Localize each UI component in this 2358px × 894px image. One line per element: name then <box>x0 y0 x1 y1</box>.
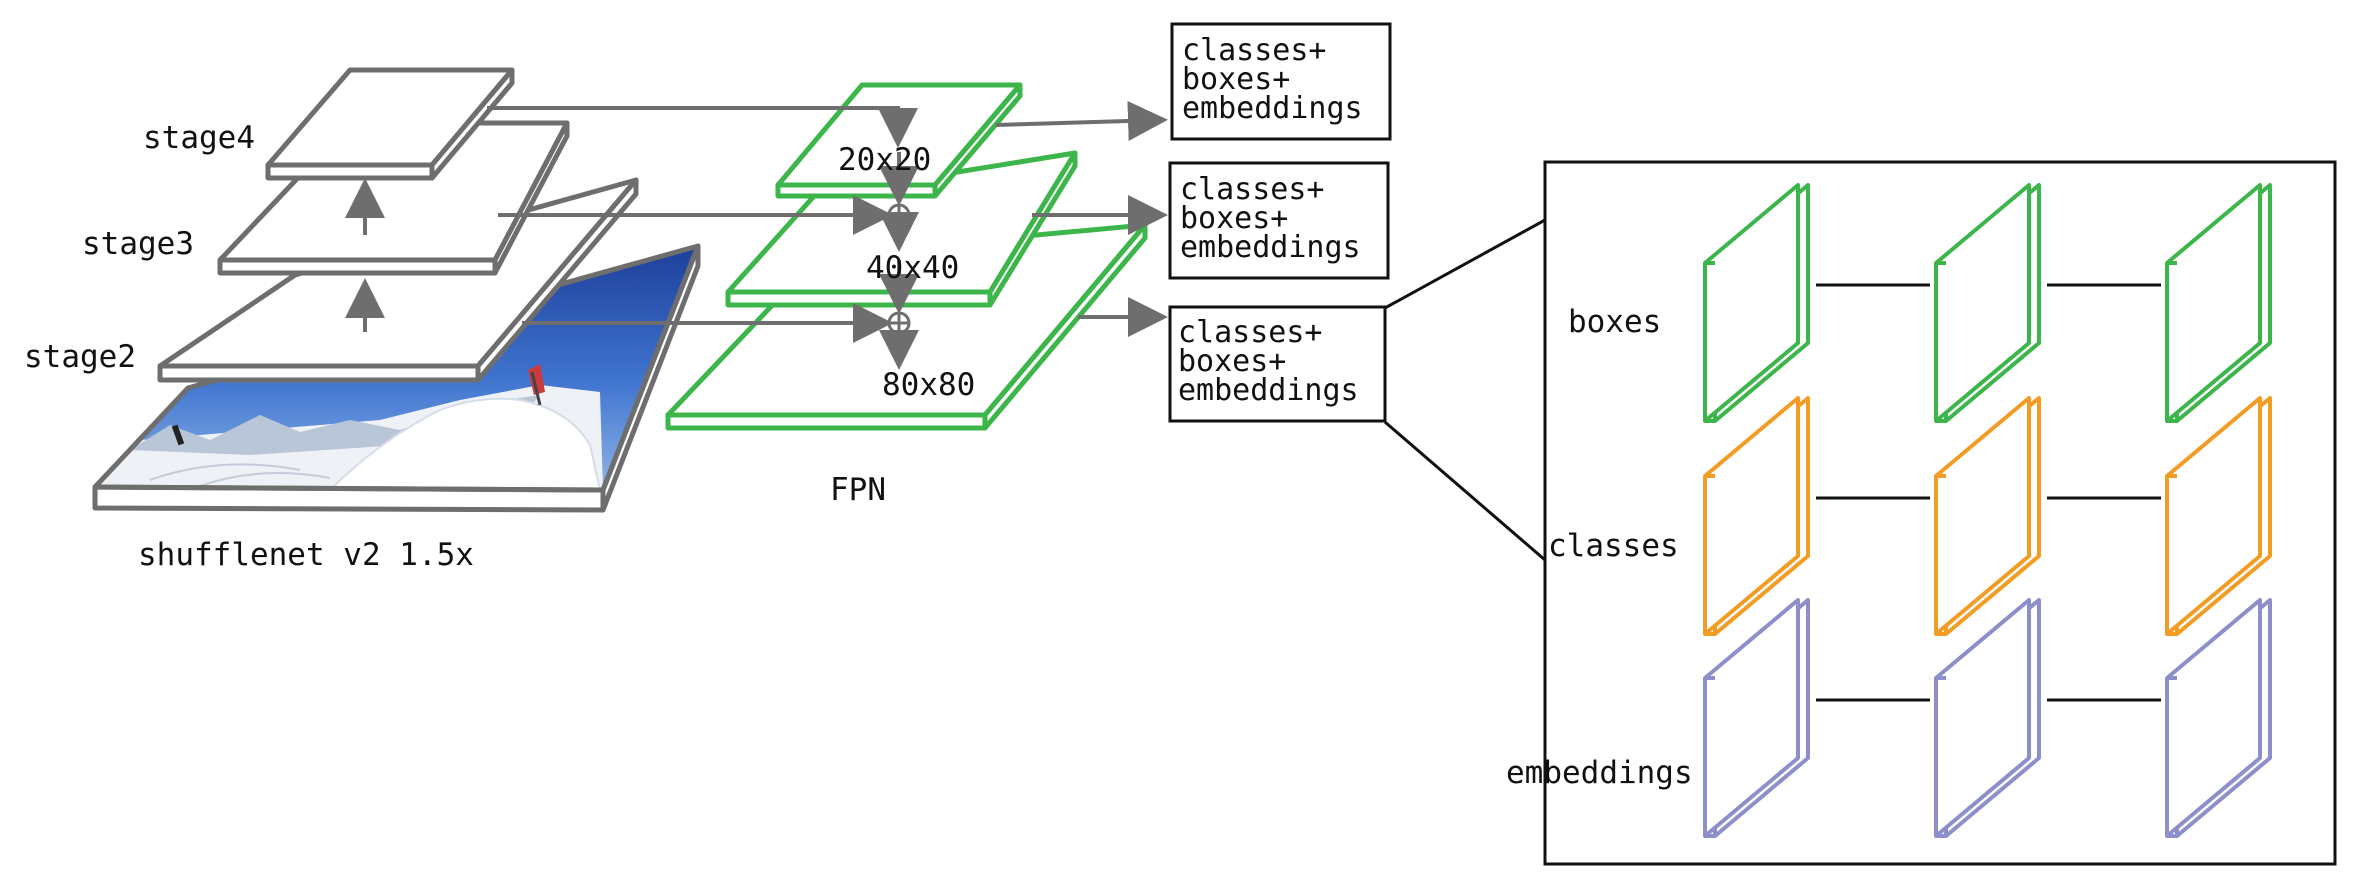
sum-node-80x80 <box>887 311 911 335</box>
fpn-label: FPN <box>830 472 886 508</box>
head-slab-classes <box>2165 396 2262 636</box>
output-box-80x80: classes+ boxes+ embeddings <box>1168 305 1387 423</box>
output-box-40x40: classes+ boxes+ embeddings <box>1168 161 1390 280</box>
lateral-arrow-stage4 <box>487 106 918 148</box>
head-row-label-boxes: boxes <box>1568 304 1661 340</box>
output-line: classes+ <box>1182 33 1327 68</box>
output-boxes: classes+ boxes+ embeddings classes+ boxe… <box>1168 22 1392 423</box>
stage4-label: stage4 <box>143 120 255 156</box>
head-slab-embeddings <box>2165 598 2262 838</box>
fpn-level-80x80: 80x80 <box>882 367 975 403</box>
output-line: boxes+ <box>1182 62 1290 97</box>
output-arrow-20x20 <box>995 100 1168 141</box>
stage3-label: stage3 <box>82 226 194 262</box>
zoom-line-top <box>1384 218 1546 310</box>
head-slab-boxes <box>2165 183 2262 423</box>
head-row-label-embeddings: embeddings <box>1506 755 1693 791</box>
stage2-label: stage2 <box>24 339 136 375</box>
head-slab-boxes <box>1703 183 1800 423</box>
backbone-label: shufflenet v2 1.5x <box>138 537 474 573</box>
output-line: embeddings <box>1180 230 1361 265</box>
head-slab-classes <box>1703 396 1800 636</box>
fpn-level-20x20: 20x20 <box>838 142 931 178</box>
head-detail-panel: boxes classes embeddings <box>1506 160 2337 866</box>
zoom-line-bottom <box>1384 420 1546 562</box>
head-grid <box>1703 183 2272 838</box>
output-line: embeddings <box>1178 373 1359 408</box>
output-line: embeddings <box>1182 91 1363 126</box>
output-line: classes+ <box>1180 172 1325 207</box>
head-slab-embeddings <box>1934 598 2031 838</box>
input-plate <box>92 243 701 513</box>
head-slab-classes <box>1934 396 2031 636</box>
fpn: 20x20 40x40 80x80 FPN <box>487 82 1168 508</box>
output-line: classes+ <box>1178 315 1323 350</box>
stage4-plate <box>265 67 515 181</box>
head-slab-embeddings <box>1703 598 1800 838</box>
backbone: stage4 stage3 stage2 shufflenet v2 1.5x <box>24 67 701 573</box>
head-slab-boxes <box>1934 183 2031 423</box>
fpn-level-40x40: 40x40 <box>866 250 959 286</box>
output-line: boxes+ <box>1178 344 1286 379</box>
head-row-label-classes: classes <box>1548 528 1679 564</box>
sum-node-40x40 <box>887 203 911 227</box>
output-line: boxes+ <box>1180 201 1288 236</box>
output-box-20x20: classes+ boxes+ embeddings <box>1170 22 1392 141</box>
